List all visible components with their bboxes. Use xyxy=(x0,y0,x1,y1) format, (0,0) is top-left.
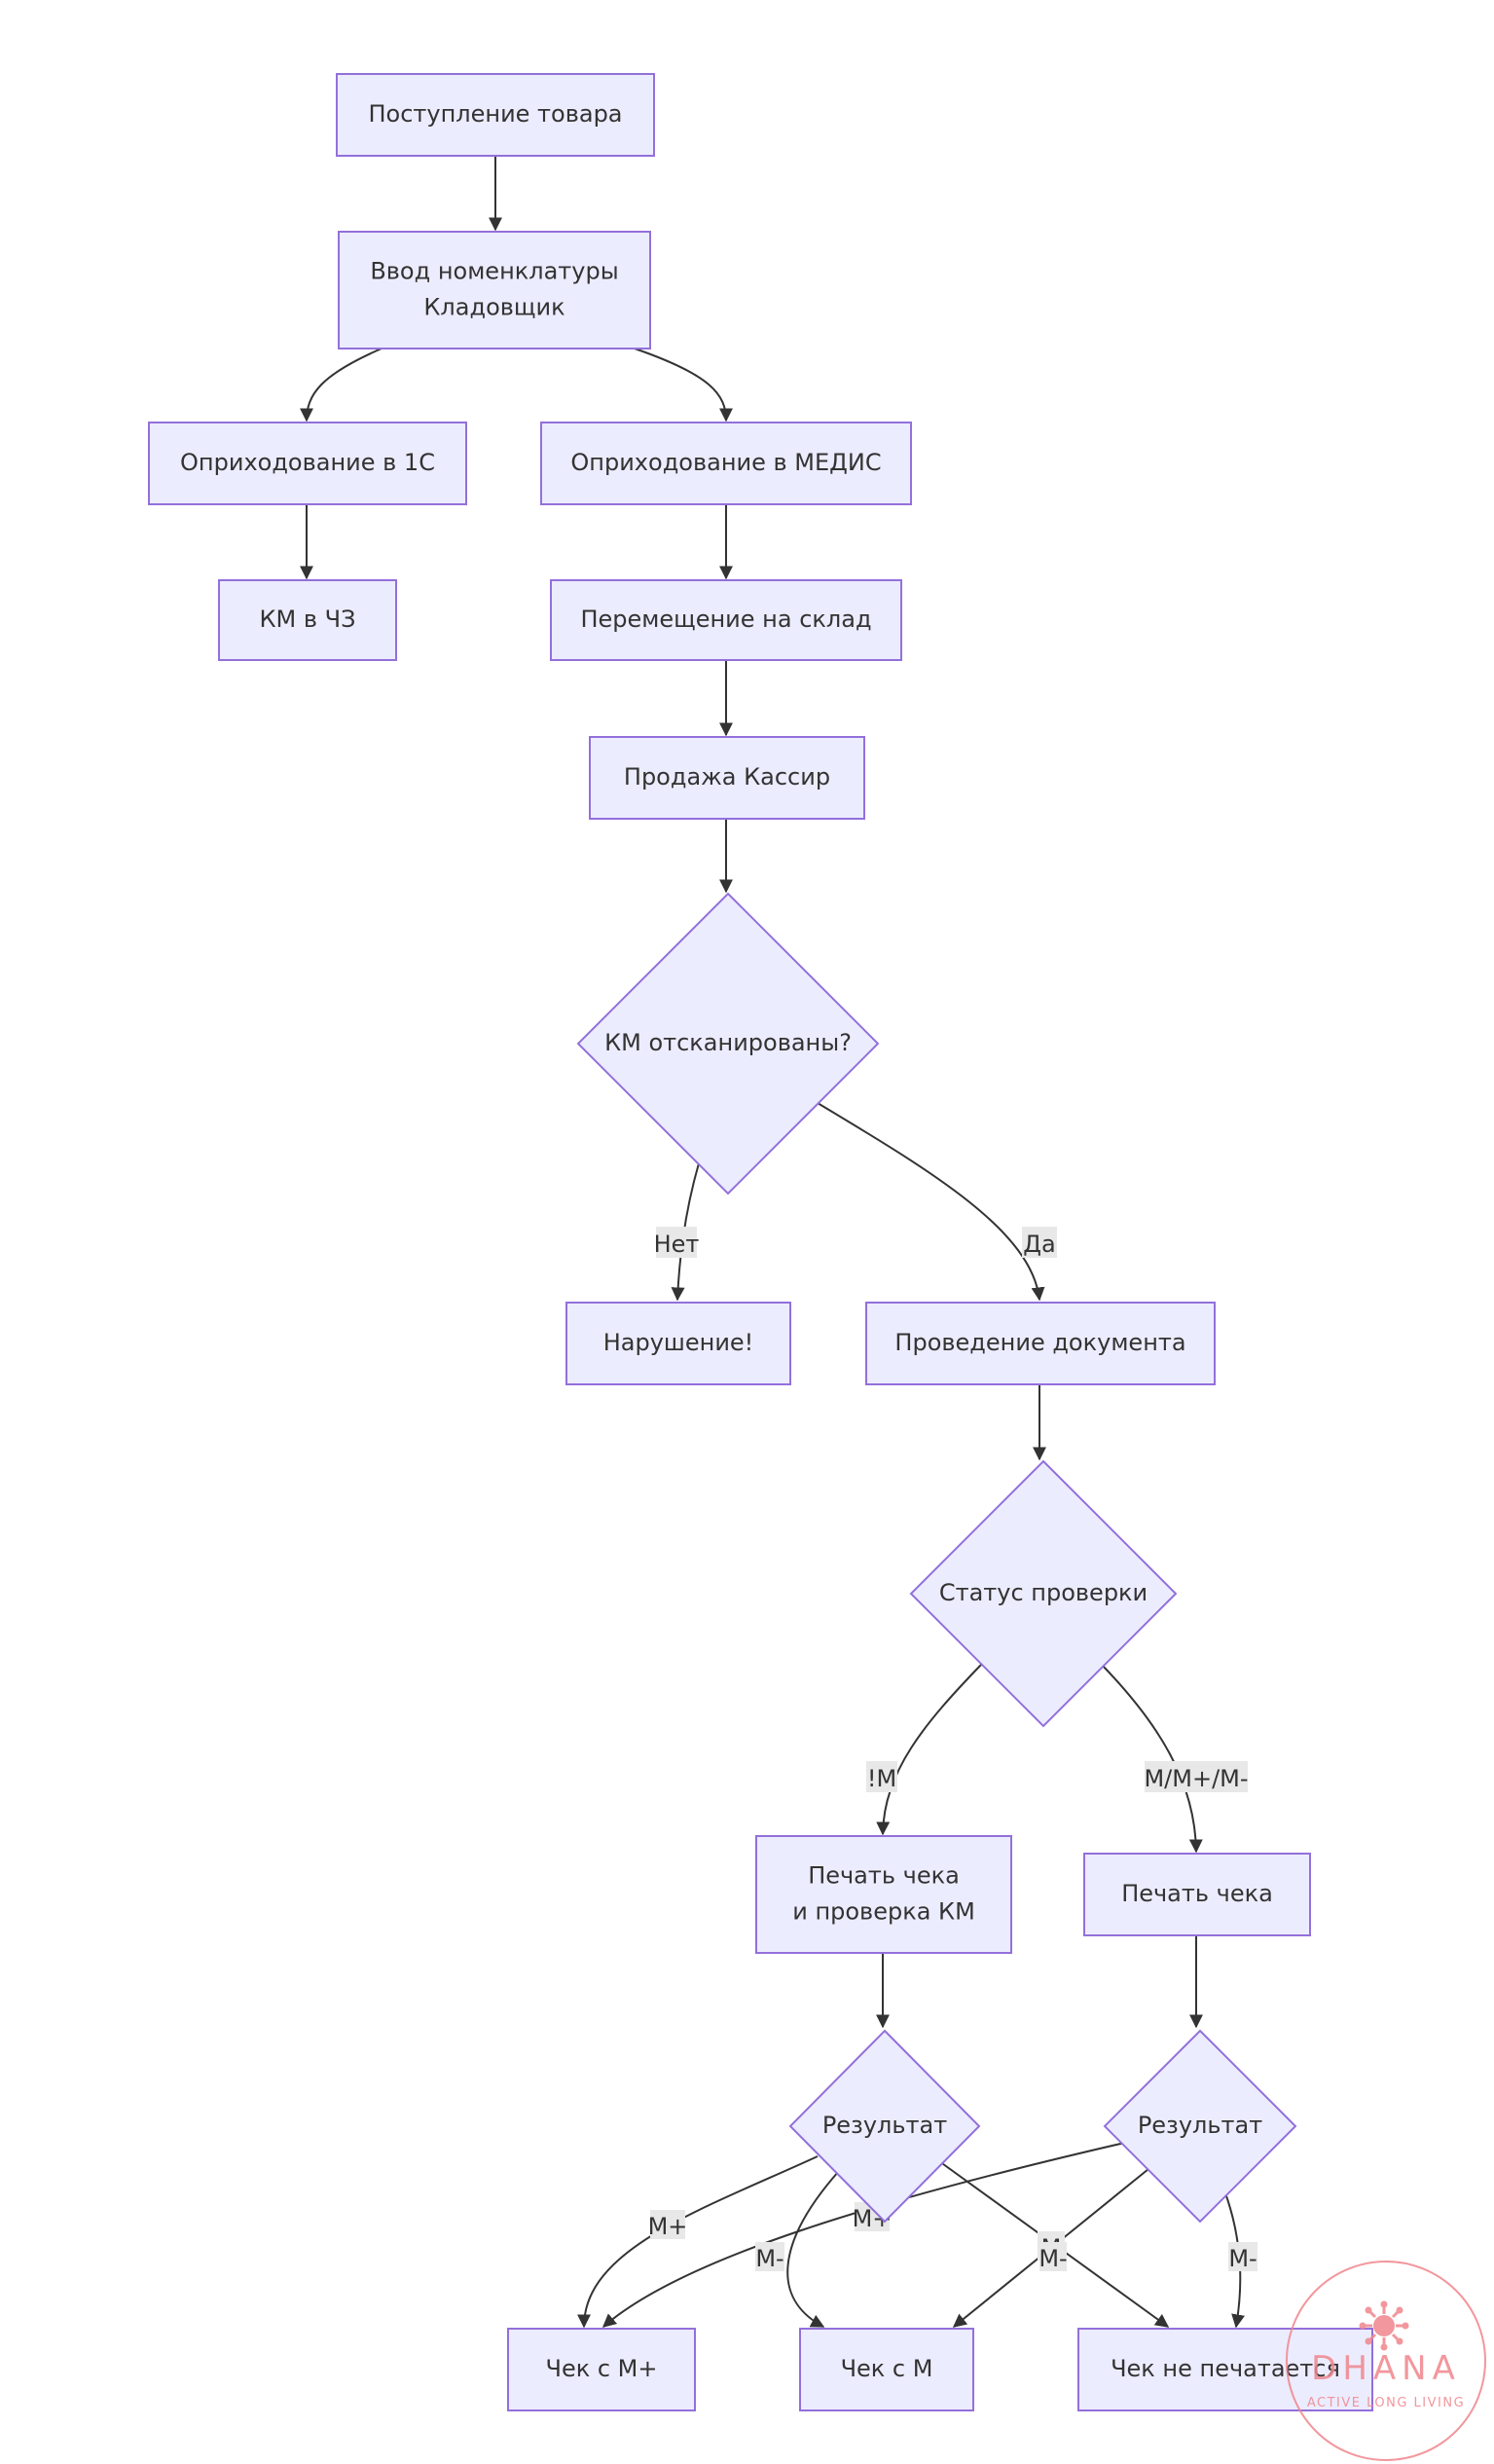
node-label-line: и проверка КМ xyxy=(792,1898,975,1926)
node-label: Поступление товара xyxy=(368,100,622,128)
svg-text:M-: M- xyxy=(1039,2245,1067,2272)
node-result-left-decision: Результат xyxy=(788,2029,981,2224)
svg-text:M-: M- xyxy=(1228,2245,1257,2272)
node-label: Печать чека xyxy=(1121,1880,1273,1907)
node-no-print: Чек не печатается xyxy=(1077,2328,1373,2411)
node-label-line: Кладовщик xyxy=(423,294,565,321)
node-sale: Продажа Кассир xyxy=(589,736,865,820)
node-label: КМ в ЧЗ xyxy=(260,606,356,633)
svg-text:!M: !M xyxy=(867,1765,896,1792)
node-label: Проведение документа xyxy=(894,1329,1185,1356)
node-check-mplus: Чек с М+ xyxy=(507,2328,696,2411)
edge-resultright-checkmplus xyxy=(601,2141,1130,2328)
node-label: Продажа Кассир xyxy=(624,763,830,791)
node-label-line: Поступление товара xyxy=(368,100,622,128)
node-result-right-decision: Результат xyxy=(1103,2029,1297,2224)
node-label: Результат xyxy=(1138,2112,1262,2139)
node-label: Нарушение! xyxy=(603,1329,754,1356)
edge-labels: Нет Да !M M/M+/M- M+ M+ M- M xyxy=(648,1227,1257,2272)
node-label: Оприходование в МЕДИС xyxy=(570,449,881,476)
edge-label-m-group: M/M+/M- xyxy=(1144,1761,1249,1792)
node-post-1c: Оприходование в 1С xyxy=(148,422,467,505)
node-label: КМ отсканированы? xyxy=(604,1029,852,1056)
node-transfer: Перемещение на склад xyxy=(550,579,902,661)
node-label-line: КМ в ЧЗ xyxy=(260,606,356,633)
node-post-medis: Оприходование в МЕДИС xyxy=(540,422,912,505)
node-label-line: Чек с М xyxy=(841,2355,933,2382)
node-label-line: Перемещение на склад xyxy=(580,606,871,633)
node-km-cz: КМ в ЧЗ xyxy=(218,579,397,661)
node-print-check-km: Печать чека и проверка КМ xyxy=(755,1835,1012,1954)
node-label: Чек с М+ xyxy=(546,2355,658,2382)
edge-label-left-mplus: M+ xyxy=(648,2210,688,2240)
node-violation: Нарушение! xyxy=(565,1302,791,1385)
node-label-line: КМ отсканированы? xyxy=(604,1029,852,1056)
svg-text:Нет: Нет xyxy=(654,1231,700,1258)
svg-text:M/M+/M-: M/M+/M- xyxy=(1144,1765,1248,1792)
node-label-line: Оприходование в МЕДИС xyxy=(570,449,881,476)
watermark-tagline: ACTIVE LONG LIVING xyxy=(1307,2396,1465,2410)
node-receipt: Поступление товара xyxy=(336,73,655,157)
node-label-line: Проведение документа xyxy=(894,1329,1185,1356)
node-label-line: Печать чека xyxy=(1121,1880,1273,1907)
node-label: Чек не печатается xyxy=(1111,2355,1340,2382)
node-label: Чек с М xyxy=(841,2355,933,2382)
node-label: Статус проверки xyxy=(939,1579,1148,1606)
node-label-line: Результат xyxy=(822,2112,947,2139)
edge-label-right-mminus: M- xyxy=(1228,2242,1257,2272)
node-label: Печать чека и проверка КМ xyxy=(792,1862,975,1926)
watermark-logo: DHANA ACTIVE LONG LIVING xyxy=(1286,2261,1486,2461)
edge-input-post1c xyxy=(300,348,383,423)
node-label-line: Ввод номенклатуры xyxy=(370,258,618,285)
edge-resultleft-checkm xyxy=(786,2170,840,2328)
edge-label-not-m: !M xyxy=(866,1761,897,1792)
node-label-line: Статус проверки xyxy=(939,1579,1148,1606)
node-label-line: Продажа Кассир xyxy=(624,763,830,791)
node-label-line: Оприходование в 1С xyxy=(180,449,435,476)
node-posting: Проведение документа xyxy=(865,1302,1216,1385)
node-label-line: Чек не печатается xyxy=(1111,2355,1340,2382)
virus-icon xyxy=(1359,2300,1409,2351)
node-label-line: Печать чека xyxy=(808,1862,960,1890)
node-label-line: Результат xyxy=(1138,2112,1262,2139)
edge-status-printkm xyxy=(876,1664,982,1836)
node-print-check: Печать чека xyxy=(1083,1853,1311,1936)
node-label: Результат xyxy=(822,2112,947,2139)
edge-status-print xyxy=(1101,1664,1203,1854)
edge-input-postmedis xyxy=(634,348,733,423)
edge-label-yes: Да xyxy=(1022,1227,1057,1258)
svg-text:M+: M+ xyxy=(648,2213,688,2240)
node-label-line: Нарушение! xyxy=(603,1329,754,1356)
node-label: Оприходование в 1С xyxy=(180,449,435,476)
node-label-line: Чек с М+ xyxy=(546,2355,658,2382)
edge-label-no: Нет xyxy=(654,1227,700,1258)
node-label: Перемещение на склад xyxy=(580,606,871,633)
edge-label-right-mplus: M- xyxy=(755,2242,784,2272)
svg-text:Да: Да xyxy=(1023,1231,1055,1258)
watermark-circle xyxy=(1286,2261,1486,2461)
watermark-brand: DHANA xyxy=(1311,2349,1461,2388)
edge-scanned-posting xyxy=(817,1102,1045,1302)
node-status-decision: Статус проверки xyxy=(909,1459,1178,1728)
edge-resultleft-checkmplus xyxy=(577,2155,819,2329)
node-scanned-decision: КМ отсканированы? xyxy=(576,892,880,1195)
node-check-m: Чек с М xyxy=(799,2328,974,2411)
svg-text:M-: M- xyxy=(755,2245,783,2272)
edge-label-left-mminus: M- xyxy=(1039,2242,1068,2272)
